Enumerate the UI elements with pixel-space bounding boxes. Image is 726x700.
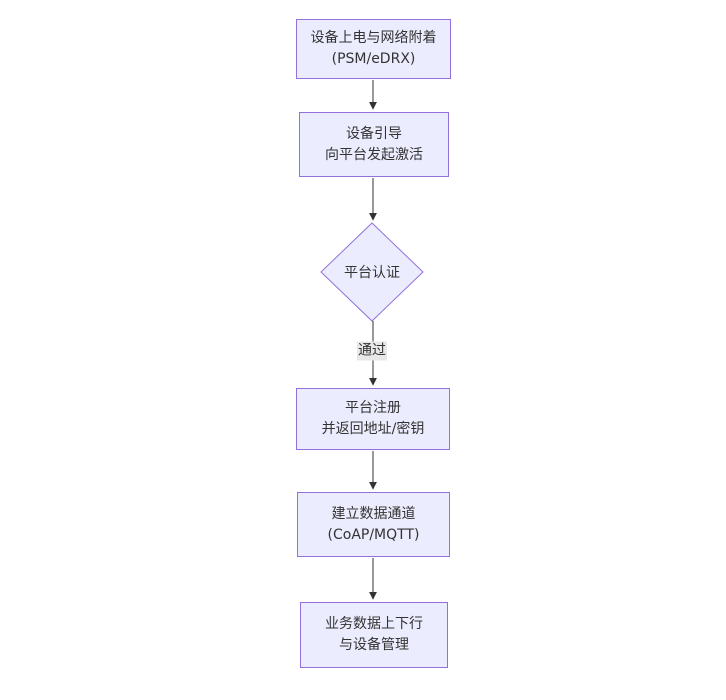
decision-diamond-auth	[320, 222, 424, 322]
node-power-attach-line1: 设备上电与网络附着	[310, 30, 437, 46]
node-auth-label: 平台认证	[344, 265, 400, 281]
node-register-line2: 并返回地址/密钥	[321, 421, 425, 437]
node-channel-line2: (CoAP/MQTT)	[327, 526, 420, 543]
node-bootstrap-line2: 向平台发起激活	[325, 146, 423, 163]
node-channel-line1: 建立数据通道	[331, 505, 416, 522]
node-bootstrap: 设备引导 向平台发起激活	[299, 112, 449, 177]
node-business-line2: 与设备管理	[339, 637, 409, 653]
node-power-attach-line2: (PSM/eDRX)	[331, 51, 416, 67]
node-register: 平台注册 并返回地址/密钥	[296, 388, 450, 450]
node-bootstrap-line1: 设备引导	[346, 125, 402, 142]
edge-label-pass: 通过	[357, 341, 387, 361]
node-business: 业务数据上下行 与设备管理	[300, 602, 448, 668]
node-channel: 建立数据通道 (CoAP/MQTT)	[297, 492, 450, 557]
node-business-line1: 业务数据上下行	[325, 616, 423, 632]
node-register-line1: 平台注册	[345, 400, 401, 416]
node-power-attach: 设备上电与网络附着 (PSM/eDRX)	[296, 19, 451, 79]
